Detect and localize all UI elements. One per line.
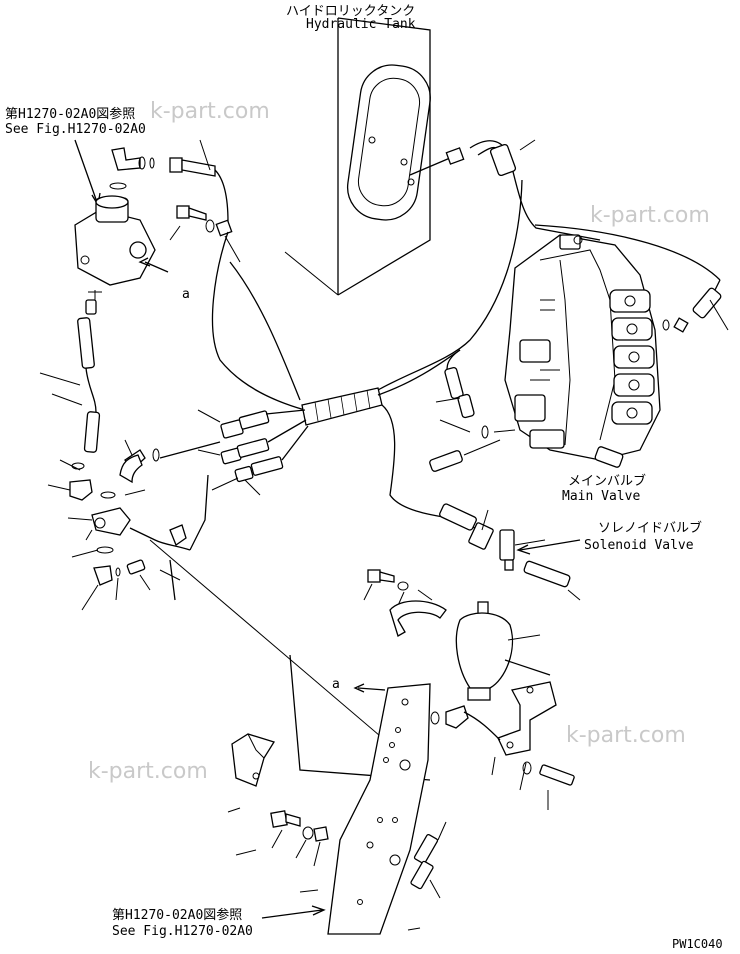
leader-line — [519, 539, 581, 551]
leader-line — [169, 225, 181, 241]
leader-line — [74, 139, 99, 206]
pump-valve-assembly — [74, 195, 156, 300]
fittings-cluster — [47, 439, 221, 558]
bolt-with-washer — [176, 205, 215, 233]
clamp — [215, 219, 233, 237]
elbow-fitting — [111, 147, 155, 171]
hose-line — [229, 261, 301, 401]
reference-a-bottom: a — [332, 677, 340, 692]
bolt-set — [270, 810, 329, 867]
leader-line — [357, 687, 386, 691]
accumulator — [455, 601, 541, 701]
solenoid-valve-label-jp: ソレノイドバルブ — [598, 520, 702, 536]
hydraulic-tank-label-jp: ハイドロリックタンク — [286, 4, 415, 19]
small-fittings — [81, 559, 181, 611]
arrow-icon — [138, 257, 151, 267]
leader-line — [227, 807, 319, 893]
main-valve-label-en: Main Valve — [562, 489, 640, 504]
mounting-bracket — [497, 681, 557, 756]
bolt — [539, 764, 575, 786]
cover-bracket — [231, 733, 275, 787]
watermark: k-part.com — [150, 99, 270, 124]
tank-return-hose — [409, 139, 601, 241]
hose-line — [377, 179, 523, 391]
leader-line — [144, 261, 169, 273]
solenoid-fitting — [523, 560, 581, 601]
mounting-plate — [327, 683, 431, 935]
solenoid-valve-hose — [439, 503, 494, 550]
solenoid-valve-label-en: Solenoid Valve — [584, 538, 694, 553]
hose-line — [189, 474, 209, 551]
hose-line — [534, 224, 721, 281]
o-ring — [430, 711, 440, 725]
hose-assembly — [39, 299, 101, 453]
arrow-icon — [311, 905, 326, 916]
hose-line — [214, 169, 229, 223]
arrow-icon — [516, 544, 531, 555]
hose-line — [463, 711, 501, 741]
leader-line — [491, 756, 549, 810]
o-ring — [109, 182, 127, 190]
leader-line — [417, 589, 433, 601]
see-fig-top-label-jp: 第H1270-02A0図参照 — [5, 106, 135, 122]
watermark: k-part.com — [88, 759, 208, 784]
hydraulic-tank-label-en: Hydraulic Tank — [306, 17, 416, 32]
hose-fittings-left — [197, 409, 309, 496]
bolt-set — [410, 821, 447, 899]
main-valve-label-jp: メインバルブ — [568, 473, 646, 489]
main-valve — [504, 234, 661, 468]
watermark: k-part.com — [566, 723, 686, 748]
elbow-fitting — [445, 705, 469, 729]
solenoid-valve — [499, 529, 546, 571]
hose-bundle — [301, 349, 461, 519]
drawing-code: PW1C040 — [672, 937, 723, 951]
see-fig-bottom-label-en: See Fig.H1270-02A0 — [112, 924, 253, 939]
arrow-icon — [353, 683, 365, 693]
watermark: k-part.com — [590, 203, 710, 228]
valve-fittings-right — [662, 279, 729, 333]
hose-fitting — [169, 139, 216, 177]
clamp-band — [389, 600, 447, 637]
see-fig-bottom-label-jp: 第H1270-02A0図参照 — [112, 907, 242, 923]
hose-line — [504, 659, 551, 676]
leader-line — [407, 927, 421, 931]
hose-line — [211, 231, 306, 411]
pipe-line — [149, 539, 421, 771]
valve-hose-fittings — [429, 349, 516, 472]
hose-line — [169, 559, 176, 601]
leader-line — [224, 235, 241, 263]
washer — [522, 761, 532, 775]
see-fig-top-label-en: See Fig.H1270-02A0 — [5, 122, 146, 137]
leader-line — [261, 909, 323, 919]
hydraulic-tank — [284, 17, 431, 296]
reference-a-top: a — [182, 287, 190, 302]
